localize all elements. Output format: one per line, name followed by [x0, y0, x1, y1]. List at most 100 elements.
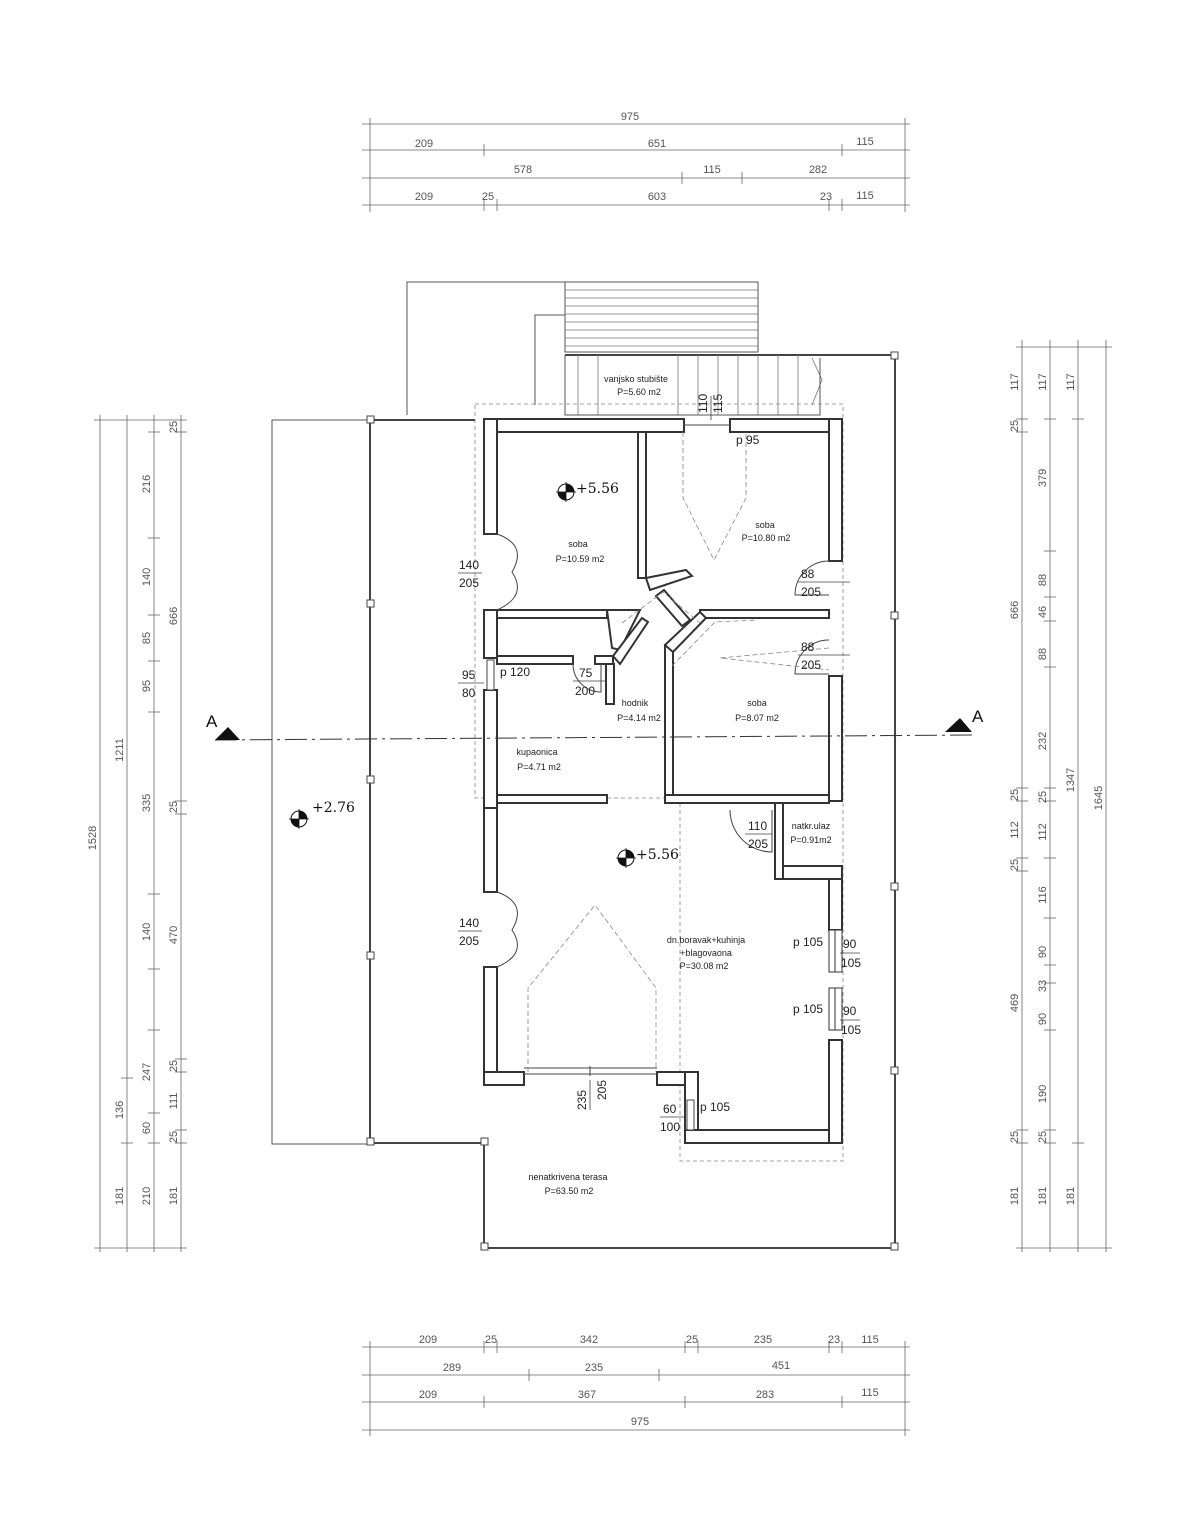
opening-label: p 105: [700, 1100, 730, 1114]
dim-top-label: 651: [648, 138, 666, 150]
dim-left-label: 60: [141, 1122, 153, 1134]
opening-label: 140: [459, 916, 479, 930]
opening-label: 110: [748, 819, 767, 833]
dim-right-label: 25: [1037, 791, 1049, 803]
room-area: P=30.08 m2: [680, 961, 729, 971]
dim-right-label: 379: [1037, 469, 1049, 487]
dim-left-label: 25: [168, 801, 180, 813]
dim-right-label: 117: [1065, 373, 1077, 391]
dim-top-label: 209: [415, 191, 433, 203]
dim-right-label: 112: [1037, 823, 1049, 841]
dim-bottom-overall: 975: [631, 1416, 649, 1428]
opening-label: 235: [575, 1090, 589, 1110]
lower-terrace: [271, 419, 371, 1145]
dim-right-label: 88: [1037, 574, 1049, 586]
level-value: +2.76: [312, 800, 355, 816]
dim-right-label: 25: [1009, 420, 1021, 432]
opening-label: 205: [459, 934, 479, 948]
dim-bottom-label: 209: [419, 1334, 437, 1346]
level-value: +5.56: [636, 847, 679, 863]
dim-right-label: 181: [1037, 1187, 1049, 1205]
dim-left-label: 666: [168, 607, 180, 625]
dim-left-label: 470: [168, 926, 180, 944]
dim-bottom-label: 25: [686, 1334, 698, 1346]
dim-bottom-label: 25: [485, 1334, 497, 1346]
dim-right-label: 90: [1037, 1013, 1049, 1025]
dim-bottom-label: 115: [861, 1334, 879, 1346]
dim-right-label: 190: [1037, 1085, 1049, 1103]
opening-label: 90: [843, 937, 857, 951]
opening-label: 205: [801, 658, 821, 672]
roof-overhang: [474, 403, 844, 1162]
room-name: nenatkrivena terasa: [528, 1172, 607, 1182]
dim-bottom-label: 451: [772, 1360, 790, 1372]
dim-right-label: 1347: [1065, 768, 1077, 792]
dim-left-label: 25: [168, 421, 180, 433]
dim-right-label: 112: [1009, 821, 1021, 839]
dim-bottom-label: 235: [585, 1362, 603, 1374]
opening-label: 110: [696, 394, 710, 413]
dim-right-overall: 1645: [1093, 786, 1105, 810]
level-marker: +2.76: [289, 800, 355, 829]
dim-bottom-label: 209: [419, 1389, 437, 1401]
ceiling-hatch: [527, 432, 830, 1072]
room-name: vanjsko stubište: [604, 374, 668, 384]
room-name: soba: [747, 698, 767, 708]
dims-right: 1645 181 1347 117 181 25 190 90 33 90 11…: [1009, 340, 1112, 1252]
dim-top-label: 115: [856, 136, 874, 148]
dim-right-label: 232: [1037, 732, 1049, 750]
room-name: hodnik: [622, 698, 649, 708]
room-area: P=10.80 m2: [742, 533, 791, 543]
room-area: P=8.07 m2: [735, 713, 779, 723]
opening-label: 90: [843, 1004, 857, 1018]
room-area: P=0.91m2: [790, 835, 831, 845]
dim-left-label: 25: [168, 1060, 180, 1072]
dim-bottom-label: 115: [861, 1387, 879, 1399]
dim-right-label: 117: [1009, 373, 1021, 391]
opening-label: p 95: [736, 433, 760, 447]
dim-right-label: 116: [1037, 886, 1049, 904]
room-name: natkr.ulaz: [792, 821, 831, 831]
room-area: P=4.14 m2: [617, 713, 661, 723]
dim-left-label: 85: [141, 632, 153, 644]
upper-terrace-outline: [366, 351, 899, 1251]
dim-right-label: 25: [1037, 1131, 1049, 1143]
dim-left-label: 136: [114, 1101, 126, 1119]
dim-right-label: 181: [1009, 1187, 1021, 1205]
level-marker: +5.56: [556, 481, 619, 502]
room-area: P=10.59 m2: [556, 554, 605, 564]
dim-bottom-label: 289: [443, 1362, 461, 1374]
dim-top-label: 25: [482, 191, 494, 203]
dim-bottom-label: 283: [756, 1389, 774, 1401]
level-value: +5.56: [576, 481, 619, 497]
opening-label: 95: [462, 668, 476, 682]
dim-top-label: 115: [856, 190, 874, 202]
dim-top-label: 282: [809, 164, 827, 176]
dim-left-label: 181: [168, 1187, 180, 1205]
dim-right-label: 90: [1037, 946, 1049, 958]
exterior-walls: [483, 418, 843, 1144]
opening-label: 88: [801, 567, 815, 581]
dim-right-label: 469: [1009, 994, 1021, 1012]
dim-left-label: 181: [114, 1187, 126, 1205]
dim-top-label: 209: [415, 138, 433, 150]
interior-walls: [496, 431, 830, 880]
opening-labels: 110 115 p 95 140 205 88 205 88 205 95 80…: [458, 394, 861, 1134]
opening-label: 200: [575, 684, 595, 698]
opening-label: 140: [459, 558, 479, 572]
dim-right-label: 33: [1037, 980, 1049, 992]
dim-top-overall: 975: [621, 111, 639, 123]
room-name: soba: [568, 539, 588, 549]
opening-label: 205: [748, 837, 768, 851]
opening-label: p 105: [793, 935, 823, 949]
opening-label: 105: [841, 1023, 861, 1037]
dim-left-label: 95: [141, 680, 153, 692]
opening-label: 205: [459, 576, 479, 590]
dim-left-overall: 1528: [87, 826, 99, 850]
dim-top-label: 603: [648, 191, 666, 203]
opening-label: 100: [660, 1120, 680, 1134]
dims-left: 1528 181 136 1211 210 60 247 140 335 95 …: [87, 415, 187, 1252]
opening-label: 80: [462, 686, 476, 700]
dim-right-label: 25: [1009, 789, 1021, 801]
